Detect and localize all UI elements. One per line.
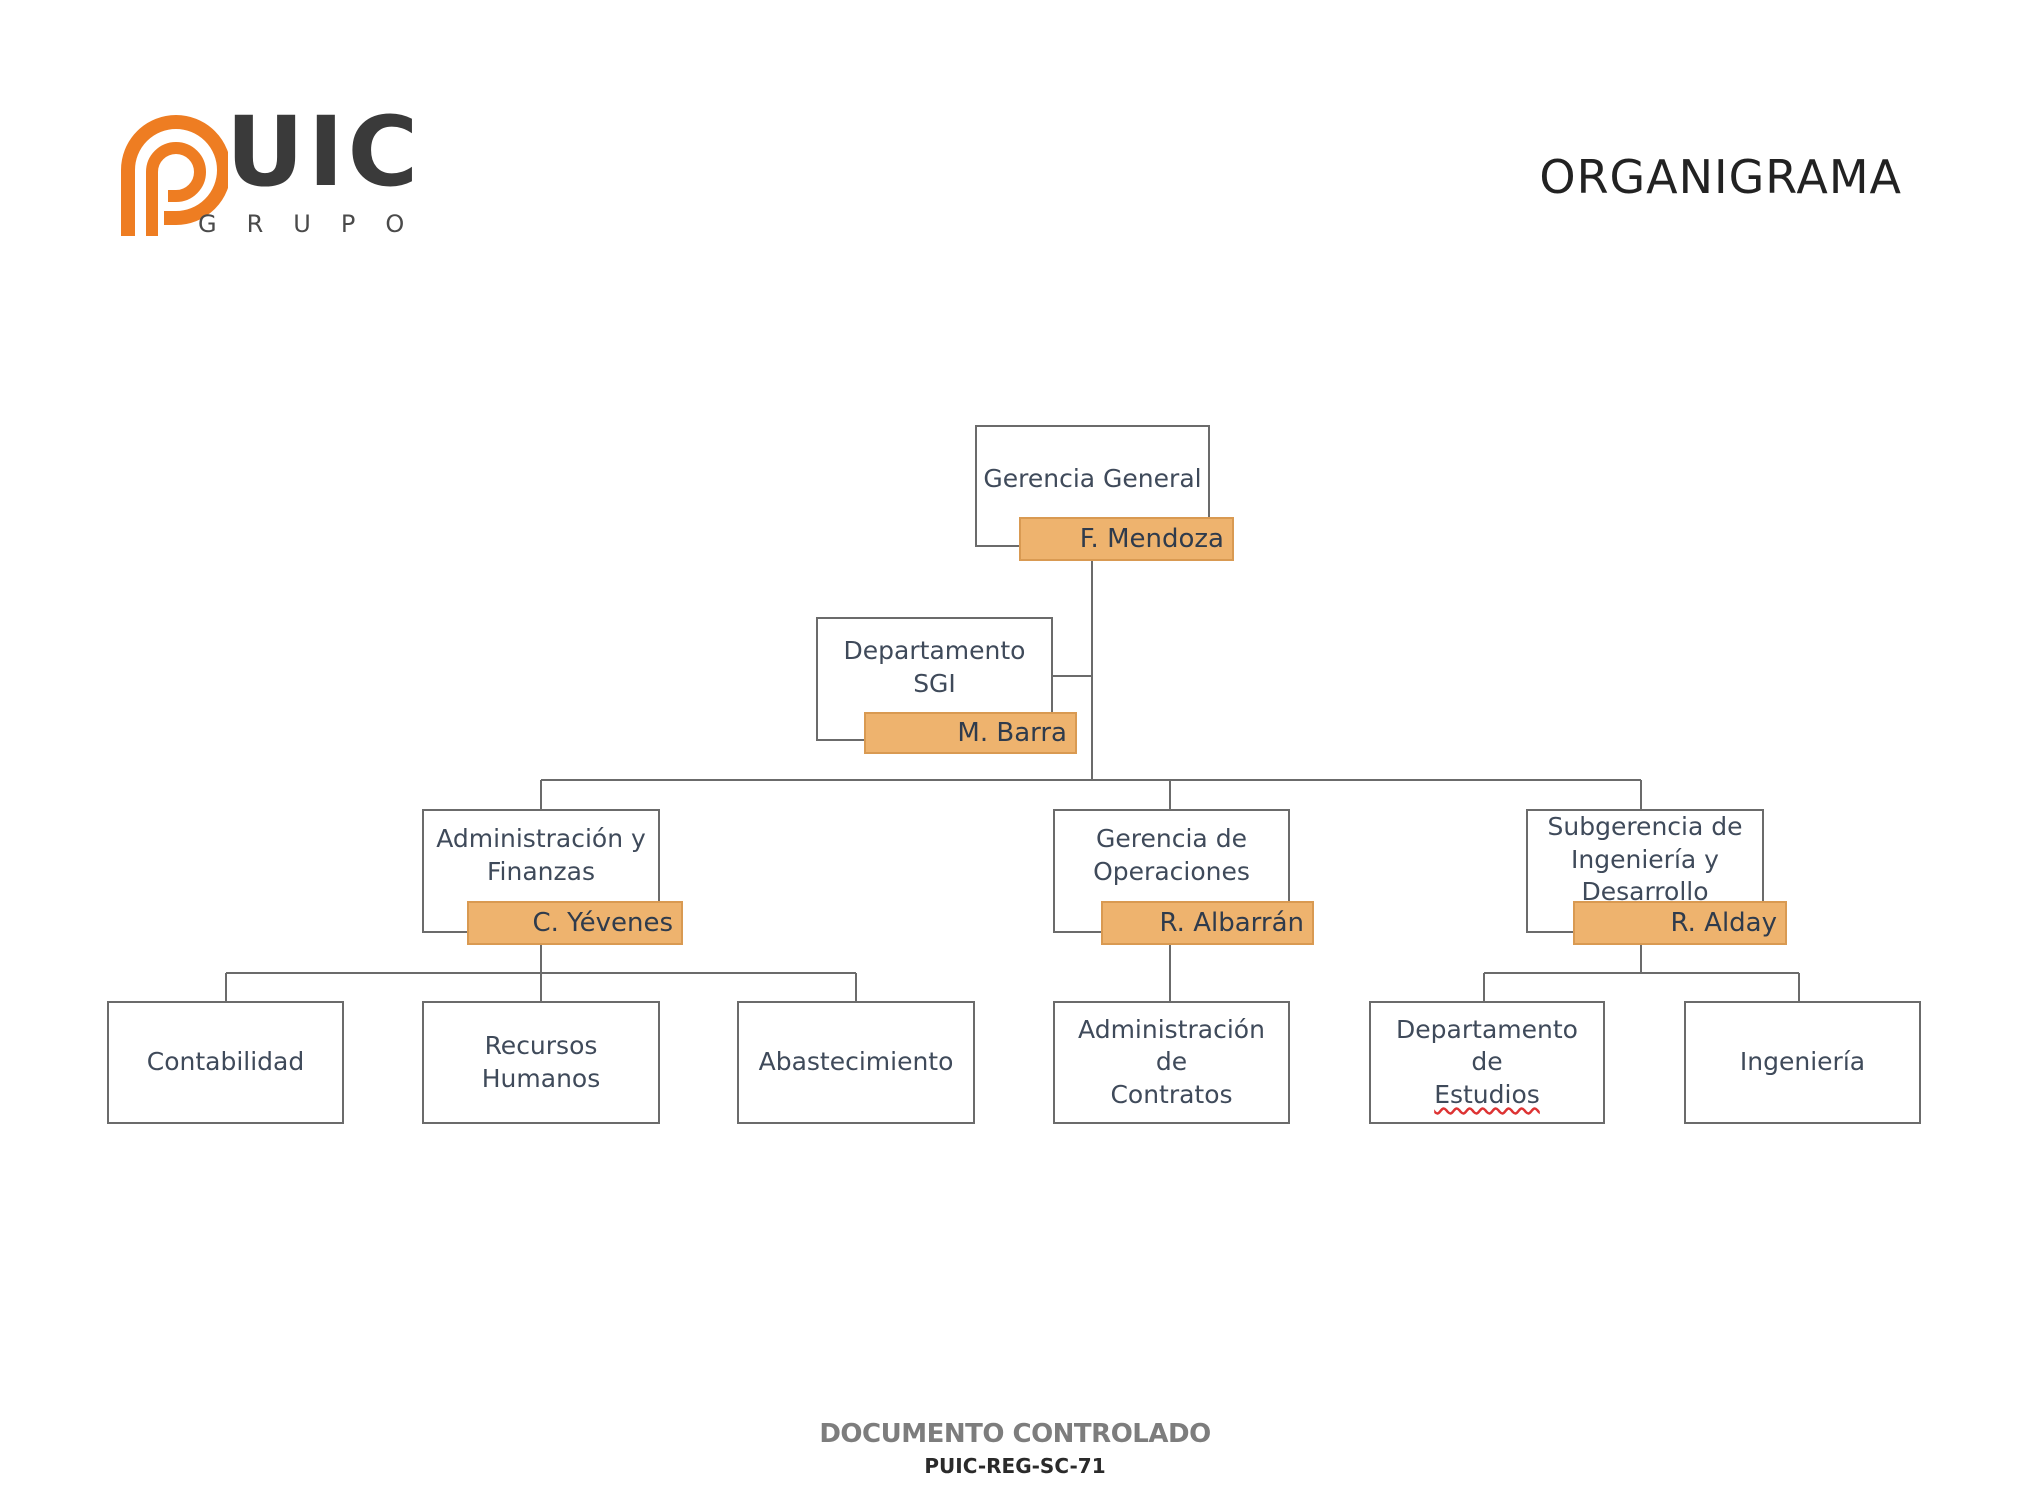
node-recursos-humanos-title: Recursos Humanos [481,1031,601,1093]
node-gerencia-operaciones-title: Gerencia de Operaciones [1093,824,1250,886]
node-recursos-humanos: Recursos Humanos [422,1001,660,1124]
node-ingenieria-title: Ingeniería [1739,1047,1866,1077]
node-contabilidad-title: Contabilidad [146,1047,305,1077]
node-departamento-estudios-line1: Departamento de [1396,1014,1578,1077]
logo-subtitle: GRUPO [198,210,435,238]
footer-document-code: PUIC-REG-SC-71 [924,1454,1106,1478]
node-subgerencia-ingenieria-title: Subgerencia de Ingeniería y Desarrollo [1547,812,1743,906]
node-departamento-estudios: Departamento de Estudios [1369,1001,1605,1124]
node-abastecimiento: Abastecimiento [737,1001,975,1124]
node-departamento-sgi-title: Departamento SGI [843,636,1026,698]
page-title: ORGANIGRAMA [1539,150,1902,204]
person-r-alday: R. Alday [1573,901,1787,945]
node-departamento-estudios-line2: Estudios [1434,1079,1540,1109]
node-administracion-contratos-title: Administración de Contratos [1078,1014,1265,1109]
person-c-yevenes: C. Yévenes [467,901,683,945]
node-administracion-contratos: Administración de Contratos [1053,1001,1290,1124]
node-administracion-finanzas-title: Administración y Finanzas [436,824,646,886]
node-administracion-finanzas: Administración y Finanzas [422,809,660,933]
footer-controlled-document: DOCUMENTO CONTROLADO [819,1419,1211,1449]
grupo-puic-logo [121,115,228,236]
node-contabilidad: Contabilidad [107,1001,344,1124]
person-f-mendoza: F. Mendoza [1019,517,1234,561]
person-r-albarran: R. Albarrán [1101,901,1314,945]
person-m-barra: M. Barra [864,712,1077,754]
logo-wordmark: UIC [226,96,423,208]
node-abastecimiento-title: Abastecimiento [758,1047,954,1077]
node-gerencia-general-title: Gerencia General [983,464,1202,493]
node-ingenieria: Ingeniería [1684,1001,1921,1124]
